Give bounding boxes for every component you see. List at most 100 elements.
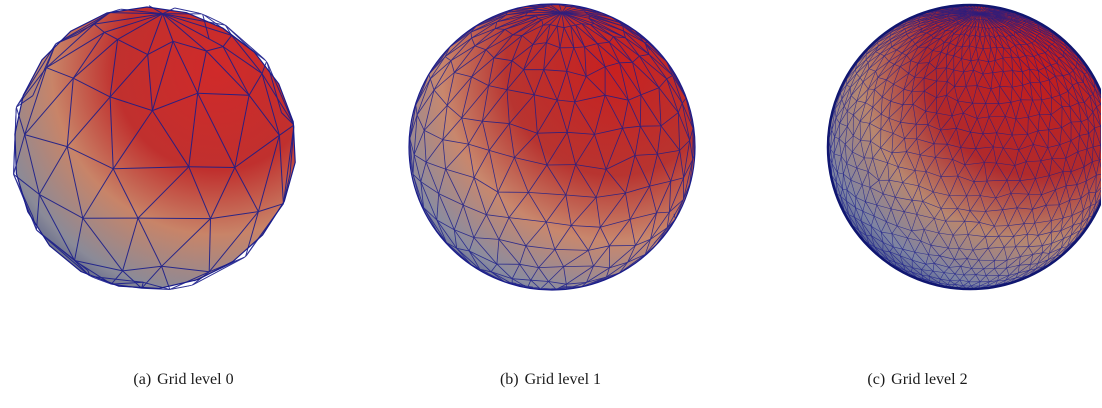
mesh-edge bbox=[971, 268, 976, 275]
mesh-edge bbox=[898, 166, 916, 171]
mesh-edge bbox=[1037, 26, 1040, 29]
mesh-edge bbox=[1060, 225, 1074, 231]
mesh-edge bbox=[1039, 26, 1053, 36]
mesh-edge bbox=[1083, 205, 1091, 211]
mesh-edge bbox=[644, 227, 668, 255]
mesh-edge bbox=[969, 210, 986, 212]
mesh-edge bbox=[941, 20, 952, 28]
mesh-edge bbox=[1027, 234, 1029, 247]
mesh-edge bbox=[484, 9, 514, 22]
mesh-edge bbox=[689, 140, 694, 160]
mesh-edge bbox=[234, 134, 280, 168]
mesh-edge bbox=[1048, 45, 1065, 57]
mesh-edge bbox=[565, 164, 576, 196]
mesh-edge bbox=[878, 28, 895, 41]
mesh-edge bbox=[904, 15, 920, 23]
mesh-edge bbox=[1019, 161, 1027, 181]
mesh-edge bbox=[994, 246, 1005, 261]
mesh-edge bbox=[967, 234, 974, 251]
mesh-edge bbox=[899, 255, 904, 266]
mesh-edge bbox=[871, 235, 875, 247]
mesh-edge bbox=[413, 154, 422, 182]
mesh-edge bbox=[884, 55, 890, 62]
mesh-edge bbox=[940, 42, 950, 53]
mesh-edge bbox=[925, 263, 935, 265]
mesh-edge bbox=[1060, 217, 1064, 231]
mesh-edge bbox=[894, 54, 907, 65]
mesh-edge bbox=[1083, 82, 1091, 97]
mesh-edge bbox=[893, 73, 909, 85]
mesh-edge bbox=[1059, 95, 1063, 107]
mesh-edge bbox=[1087, 118, 1095, 129]
mesh-edge bbox=[1056, 57, 1059, 64]
mesh-edge bbox=[1027, 117, 1029, 135]
mesh-edge bbox=[933, 129, 941, 144]
mesh-edge bbox=[1070, 222, 1082, 236]
mesh-edge bbox=[951, 283, 956, 288]
mesh-edge bbox=[911, 77, 925, 92]
mesh-edge bbox=[1084, 95, 1091, 103]
mesh-edge bbox=[946, 95, 958, 102]
mesh-edge bbox=[834, 108, 837, 118]
mesh-edge bbox=[677, 79, 687, 99]
caption-tag: (a) bbox=[133, 371, 152, 388]
mesh-edge bbox=[644, 42, 673, 76]
mesh-edge bbox=[442, 105, 448, 140]
mesh-edge bbox=[506, 89, 510, 124]
mesh-edge bbox=[1041, 232, 1052, 246]
mesh-edge bbox=[859, 77, 864, 83]
mesh-edge bbox=[887, 162, 899, 168]
mesh-edge bbox=[420, 181, 439, 194]
mesh-edge bbox=[923, 91, 926, 112]
mesh-edge bbox=[1037, 252, 1043, 264]
mesh-edge bbox=[953, 46, 963, 56]
mesh-edge bbox=[1003, 70, 1013, 72]
mesh-edge bbox=[1025, 144, 1034, 162]
mesh-edge bbox=[1084, 102, 1094, 113]
mesh-edge bbox=[902, 249, 913, 261]
mesh-edge bbox=[1094, 127, 1101, 146]
mesh-edge bbox=[1078, 102, 1082, 122]
mesh-edge bbox=[1004, 26, 1015, 37]
mesh-edge bbox=[1037, 54, 1052, 66]
mesh-edge bbox=[877, 64, 895, 78]
mesh-edge bbox=[496, 15, 526, 23]
mesh-edge bbox=[1039, 33, 1053, 45]
mesh-edge bbox=[1008, 34, 1016, 46]
mesh-edge bbox=[976, 47, 984, 49]
mesh-edge bbox=[987, 20, 996, 28]
mesh-edge bbox=[1081, 118, 1089, 122]
mesh-edge bbox=[960, 266, 972, 269]
mesh-edge bbox=[1007, 25, 1022, 34]
mesh-edge bbox=[876, 193, 884, 206]
mesh-edge bbox=[968, 36, 970, 46]
mesh-edge bbox=[1028, 235, 1039, 247]
mesh-edge bbox=[889, 26, 903, 36]
mesh-edge bbox=[559, 4, 563, 13]
mesh-edge bbox=[966, 5, 975, 10]
mesh-edge bbox=[992, 60, 996, 73]
mesh-edge bbox=[486, 191, 499, 215]
mesh-edge bbox=[444, 37, 472, 58]
mesh-edge bbox=[994, 34, 999, 38]
mesh-edge bbox=[1015, 272, 1019, 279]
mesh-edge bbox=[471, 76, 489, 86]
mesh-edge bbox=[151, 110, 190, 168]
mesh-edge bbox=[109, 12, 163, 15]
mesh-edge bbox=[848, 214, 860, 231]
mesh-edge bbox=[1009, 48, 1012, 58]
mesh-edge bbox=[914, 154, 921, 171]
mesh-edge bbox=[1029, 268, 1037, 271]
mesh-edge bbox=[450, 45, 476, 62]
mesh-edge bbox=[1051, 158, 1064, 172]
mesh-edge bbox=[947, 81, 955, 87]
mesh-edge bbox=[881, 113, 890, 119]
mesh-edge bbox=[1018, 134, 1028, 150]
mesh-edge bbox=[599, 227, 610, 246]
mesh-edge bbox=[574, 76, 587, 103]
mesh-edge bbox=[566, 71, 576, 102]
mesh-edge bbox=[916, 201, 923, 215]
mesh-edge bbox=[1065, 171, 1072, 186]
mesh-edge bbox=[886, 221, 893, 234]
mesh-edge bbox=[939, 255, 950, 268]
